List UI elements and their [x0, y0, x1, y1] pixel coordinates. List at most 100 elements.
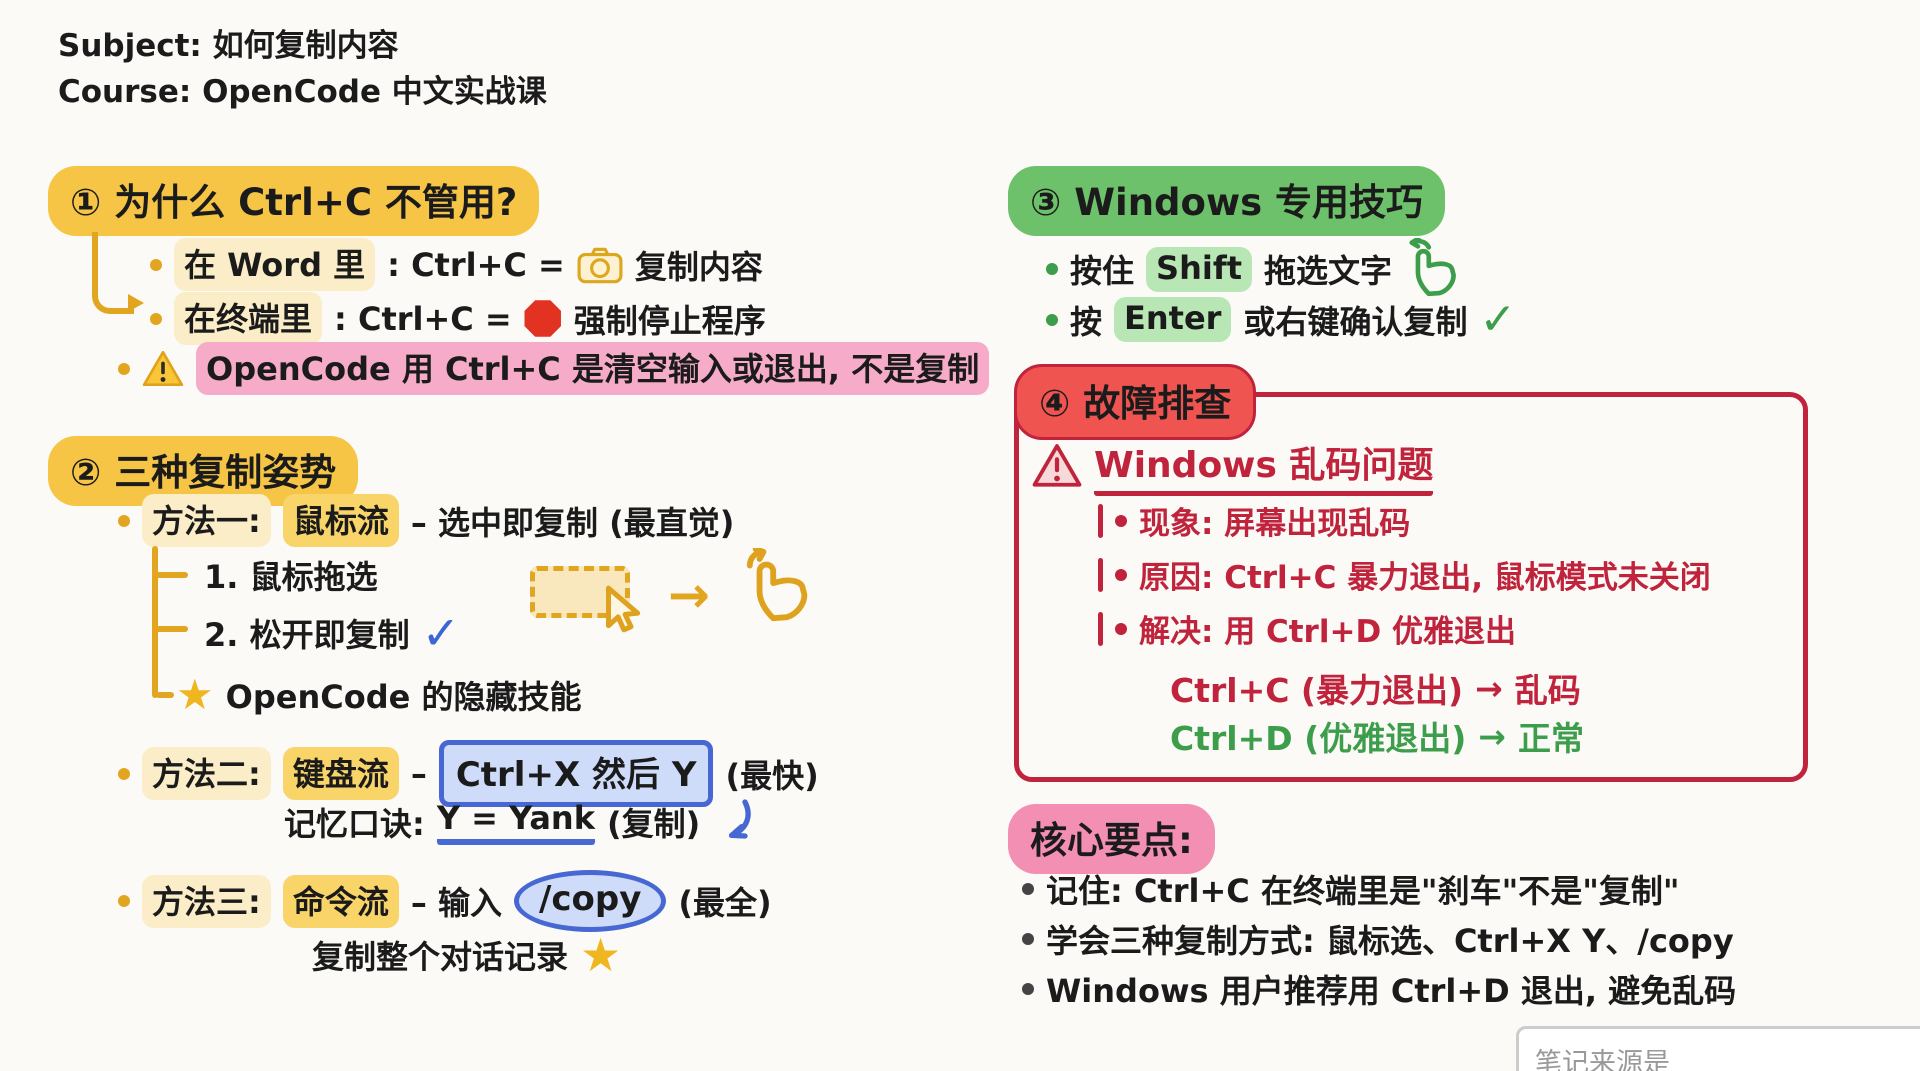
- subject-text: Subject: 如何复制内容: [58, 28, 399, 64]
- method1-tag: 鼠标流: [282, 494, 399, 547]
- section3-title: ③ Windows 专用技巧: [1008, 166, 1446, 236]
- bullet2-rest-text: 强制停止程序: [573, 301, 766, 340]
- result-bad-row: Ctrl+C (暴力退出) → 乱码: [1170, 664, 1581, 712]
- tick-mark: [1098, 503, 1103, 538]
- method2-label: 方法二:: [142, 747, 271, 800]
- bullet-dot-icon: [1115, 514, 1127, 527]
- ctrl-d-result-label: Ctrl+D (优雅退出): [1170, 719, 1467, 758]
- section2-title-row: ② 三种复制姿势: [48, 436, 359, 506]
- section4-bullet1: 现象: 屏幕出现乱码: [1098, 498, 1410, 543]
- bullet2-pre-text: 按: [1070, 302, 1103, 341]
- bullet-dot-icon: [1046, 313, 1058, 326]
- section3-bullet2: 按 Enter 或右键确认复制 ✓: [1046, 294, 1516, 345]
- bullet-dot-icon: [1046, 263, 1058, 275]
- bullet-dot-icon: [1115, 568, 1127, 581]
- drag-hand-icon: [1409, 238, 1456, 297]
- bullet1-mid-text: : Ctrl+C =: [387, 245, 565, 284]
- bullet-dot-icon: [118, 895, 130, 907]
- step1-text: 1. 鼠标拖选: [204, 558, 378, 596]
- bullet-dot-icon: [118, 514, 130, 527]
- opencode-warning-highlight: OpenCode 用 Ctrl+C 是清空输入或退出, 不是复制: [196, 342, 990, 395]
- troubleshooting-box: [1014, 392, 1808, 782]
- tree-branch-line: [156, 626, 188, 632]
- section3-title-row: ③ Windows 专用技巧: [1008, 166, 1446, 236]
- method2-tag: 键盘流: [282, 747, 399, 800]
- star-icon: ★: [580, 928, 622, 982]
- method2-dash-text: –: [410, 754, 427, 793]
- bullet1-pre-text: 按住: [1070, 252, 1135, 290]
- method3-pre-text: – 输入: [410, 884, 502, 922]
- keypoint2-text: 学会三种复制方式: 鼠标选、Ctrl+X Y、/copy: [1046, 922, 1734, 960]
- section1-title: ① 为什么 Ctrl+C 不管用?: [48, 166, 540, 236]
- watermark-text: 笔记来源是 learnopencode.com: [1535, 1048, 1670, 1071]
- ctrl-d-result-outcome: 正常: [1517, 719, 1584, 758]
- keypoints-bullet3: Windows 用户推荐用 Ctrl+D 退出, 避免乱码: [1022, 966, 1736, 1012]
- enter-key-highlight: Enter: [1114, 297, 1232, 342]
- method1-step1-row: 1. 鼠标拖选: [204, 552, 378, 598]
- keypoints-bullet2: 学会三种复制方式: 鼠标选、Ctrl+X Y、/copy: [1022, 916, 1734, 962]
- yank-underlined-text: Y = Yank: [436, 799, 595, 845]
- bullet-dot-icon: [1022, 983, 1034, 995]
- right-arrow-icon: →: [1475, 668, 1503, 708]
- method1-step2-row: 2. 松开即复制 ✓: [204, 606, 460, 660]
- method3-note-text: 复制整个对话记录: [312, 938, 569, 976]
- method1-row: 方法一: 鼠标流 – 选中即复制 (最直觉): [118, 494, 734, 547]
- tick-mark: [1098, 611, 1103, 646]
- bullet2-mid-text: : Ctrl+C =: [334, 299, 512, 338]
- method1-rest-text: – 选中即复制 (最直觉): [410, 503, 735, 542]
- gold-arrow-row: →: [668, 566, 710, 624]
- method3-rest-text: (最全): [678, 884, 772, 922]
- method3-note-row: 复制整个对话记录 ★: [312, 932, 621, 978]
- mouse-cursor-icon: [606, 585, 641, 633]
- right-arrow-icon: →: [668, 566, 710, 624]
- bullet-dot-icon: [1115, 622, 1127, 635]
- keypoint3-text: Windows 用户推荐用 Ctrl+D 退出, 避免乱码: [1046, 972, 1737, 1010]
- memo-pre-text: 记忆口诀:: [284, 805, 425, 843]
- warning-triangle-icon: [142, 350, 184, 386]
- bullet-dot-icon: [150, 258, 162, 271]
- method3-tag: 命令流: [282, 874, 399, 928]
- star-icon: ★: [176, 670, 214, 719]
- method3-label: 方法三:: [142, 874, 271, 928]
- right-arrow-icon: →: [1478, 716, 1506, 756]
- terminal-highlight: 在终端里: [174, 292, 323, 345]
- note-subject: Subject: 如何复制内容: [58, 20, 399, 65]
- bullet2-post-text: 或右键确认复制: [1243, 302, 1468, 341]
- bullet-dot-icon: [118, 767, 130, 780]
- bullet-dot-icon: [1022, 883, 1034, 895]
- green-check-icon: ✓: [1479, 294, 1517, 345]
- section4-bullet2: 原因: Ctrl+C 暴力退出, 鼠标模式未关闭: [1098, 552, 1711, 597]
- solution-text: 解决: 用 Ctrl+D 优雅退出: [1139, 614, 1516, 650]
- word-highlight: 在 Word 里: [174, 238, 376, 291]
- method2-rest-text: (最快): [725, 756, 819, 795]
- cause-text: 原因: Ctrl+C 暴力退出, 鼠标模式未关闭: [1139, 560, 1711, 596]
- bullet1-post-text: 拖选文字: [1264, 252, 1393, 290]
- section4-title-row: ④ 故障排查: [1014, 364, 1257, 440]
- ctrl-c-result-label: Ctrl+C (暴力退出): [1170, 671, 1464, 710]
- bullet-dot-icon: [150, 312, 162, 325]
- memo-post-text: (复制): [606, 805, 701, 843]
- ctrl-c-result-outcome: 乱码: [1514, 671, 1581, 710]
- section4-bullet3: 解决: 用 Ctrl+D 优雅退出: [1098, 606, 1516, 651]
- camera-icon: [577, 247, 623, 283]
- click-hand-icon: [746, 548, 808, 622]
- red-warning-triangle-icon: [1032, 444, 1082, 487]
- keypoints-title-row: 核心要点:: [1008, 804, 1215, 874]
- symptom-text: 现象: 屏幕出现乱码: [1139, 506, 1411, 542]
- connector-arrow-icon: [128, 294, 144, 312]
- tree-trunk-line: [152, 546, 158, 698]
- shift-key-highlight: Shift: [1146, 246, 1253, 292]
- section2-title: ② 三种复制姿势: [48, 436, 359, 506]
- course-text: Course: OpenCode 中文实战课: [58, 74, 547, 110]
- section1-bullet2: 在终端里 : Ctrl+C = 强制停止程序: [150, 292, 766, 345]
- method3-row: 方法三: 命令流 – 输入 /copy (最全): [118, 870, 772, 932]
- section1-bullet3: OpenCode 用 Ctrl+C 是清空输入或退出, 不是复制: [118, 342, 990, 395]
- result-good-row: Ctrl+D (优雅退出) → 正常: [1170, 712, 1584, 760]
- stop-sign-icon: [524, 300, 561, 337]
- method2-row: 方法二: 键盘流 – Ctrl+X 然后 Y (最快): [118, 740, 819, 807]
- section1-bullet1: 在 Word 里 : Ctrl+C = 复制内容: [150, 238, 763, 291]
- section3-bullet1: 按住 Shift 拖选文字: [1046, 238, 1466, 300]
- section1-title-row: ① 为什么 Ctrl+C 不管用?: [48, 166, 540, 236]
- tree-branch-line: [156, 692, 174, 698]
